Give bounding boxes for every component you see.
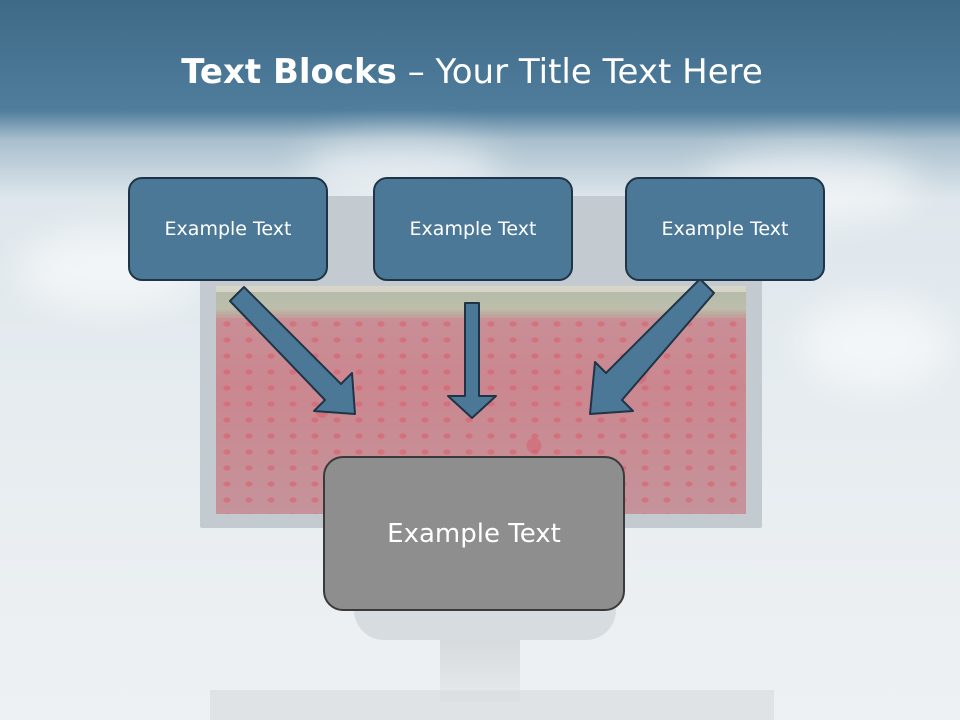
title-bold: Text Blocks <box>181 52 397 92</box>
text-block-middle-label: Example Text <box>409 218 537 240</box>
text-block-right-label: Example Text <box>661 218 789 240</box>
text-block-left-label: Example Text <box>164 218 292 240</box>
cloud-decoration <box>800 300 950 390</box>
text-block-bottom[interactable]: Example Text <box>323 456 625 611</box>
monitor-base <box>210 690 774 720</box>
text-block-bottom-label: Example Text <box>387 518 561 549</box>
title-rest: – Your Title Text Here <box>396 52 763 92</box>
text-block-right[interactable]: Example Text <box>625 177 825 281</box>
arrow-right <box>589 278 715 415</box>
slide-title: Text Blocks – Your Title Text Here <box>0 52 944 92</box>
text-block-left[interactable]: Example Text <box>128 177 328 281</box>
arrow-middle <box>447 302 497 419</box>
arrow-left <box>229 286 356 415</box>
hills <box>216 292 746 318</box>
text-block-middle[interactable]: Example Text <box>373 177 573 281</box>
